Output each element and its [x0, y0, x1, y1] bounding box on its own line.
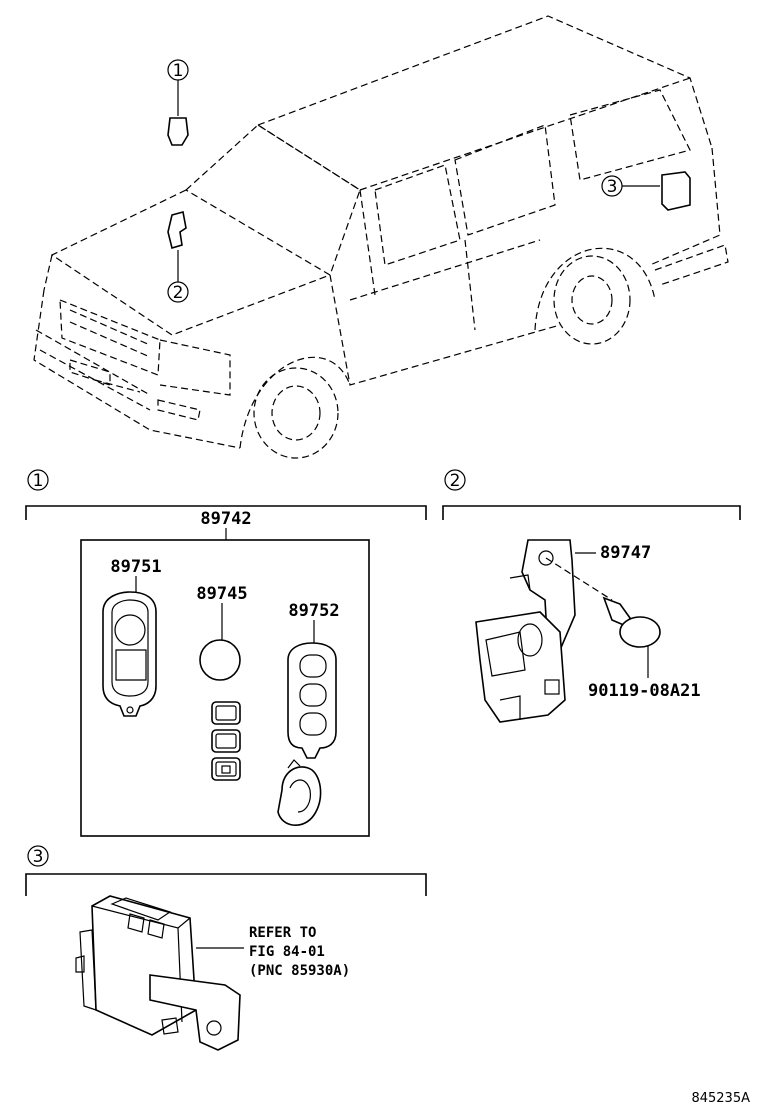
reference-note-line: FIG 84-01	[249, 944, 325, 960]
callout-number: 1	[173, 61, 184, 81]
callout-3: 3	[601, 171, 691, 211]
section-1: 1 89742 89751 89745 89752	[25, 469, 427, 837]
section-2: 2 89747 90119-08A21	[442, 469, 741, 723]
callout-number: 1	[33, 471, 44, 491]
reference-note-line: (PNC 85930A)	[249, 963, 350, 979]
figure-code: 845235A	[691, 1091, 750, 1106]
part-number-label: 89752	[288, 601, 339, 621]
callout-1: 1	[167, 59, 189, 146]
part-number-label: 89751	[110, 557, 161, 577]
part-number-label: 89745	[196, 584, 247, 604]
callout-2: 2	[167, 210, 189, 303]
part-number-label: 89747	[600, 543, 651, 563]
vehicle-outline	[33, 15, 729, 459]
callout-number: 3	[33, 847, 44, 867]
section-3: 3 REFER TO FIG 84-01 (PNC 85930A)	[25, 845, 427, 1051]
callout-number: 3	[607, 177, 618, 197]
part-number-label: 89742	[200, 509, 251, 529]
reference-note-line: REFER TO	[249, 925, 316, 941]
callout-number: 2	[450, 471, 461, 491]
part-number-label: 90119-08A21	[588, 681, 701, 701]
callout-number: 2	[173, 283, 184, 303]
